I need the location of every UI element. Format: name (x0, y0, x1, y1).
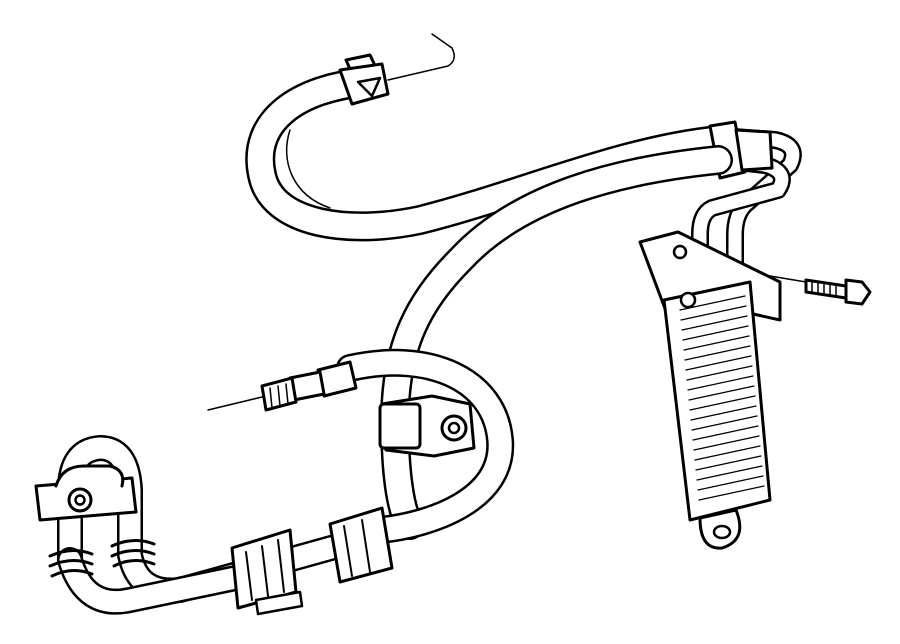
hose-clip (338, 53, 390, 106)
tube-nut-fitting (260, 360, 358, 412)
pressure-line (336, 145, 733, 544)
mounting-bolt (804, 278, 872, 306)
leader-lines (207, 33, 807, 411)
mid-bracket (378, 394, 476, 458)
oil-cooler (638, 230, 782, 550)
ribbed-fittings (48, 539, 156, 578)
u-bend-clamp (34, 464, 138, 522)
return-hose (245, 67, 733, 242)
line-brackets (230, 506, 394, 616)
